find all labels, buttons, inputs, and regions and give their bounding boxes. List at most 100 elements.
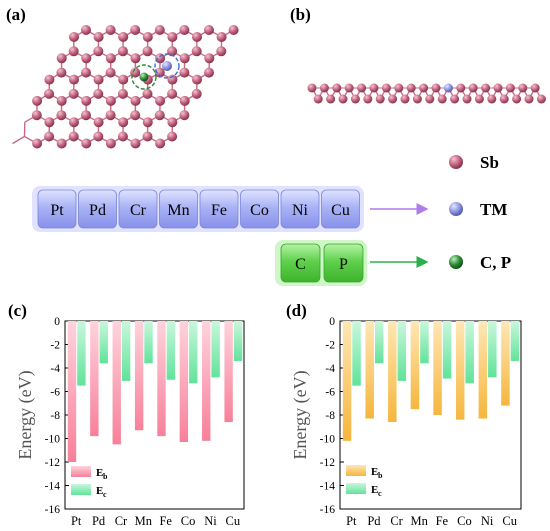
x-tick-label-fe: Fe [436,514,449,528]
bar-eb-fe [433,321,442,415]
tm-box-label-ni: Ni [292,202,309,219]
nonmetal-atom-legend-marker [449,255,463,269]
legend-sub-eb: b [103,472,108,481]
x-tick-label-pd: Pd [92,514,106,528]
sb-atom [154,110,165,121]
bar-eb-ni [202,321,211,441]
x-tick-label-ni: Ni [204,514,217,528]
sb-atom [192,74,202,85]
legend-swatch-eb [346,465,366,476]
bar-eb-cu [224,321,233,423]
tm-box-label-cr: Cr [130,202,147,219]
sb-atom [93,88,104,99]
tm-box-label-fe: Fe [211,202,227,219]
sb-atom [118,32,129,42]
sb-atom [167,117,178,128]
sb-atom [204,53,215,64]
sb-atom [474,94,484,104]
sb-atom [142,88,153,99]
sb-atom [191,46,202,57]
y-tick-label: -14 [320,481,336,493]
top-view-lattice [12,25,239,149]
tm-box-ni [280,189,320,229]
bar-ec-ni [488,321,497,378]
bar-eb-pd [365,321,374,419]
sb-atom [93,74,104,85]
sb-atom [388,94,398,104]
sb-atom [44,117,55,128]
sb-atom [130,138,141,149]
sb-atom [216,32,227,42]
sb-atom [93,32,104,42]
sb-atom [105,138,116,149]
sb-atom [155,53,166,64]
sb-atom [179,53,190,64]
x-tick-label-pt: Pt [346,514,357,528]
x-tick-label-mn: Mn [135,514,153,528]
sb-atom [68,131,79,142]
sb-atom [68,46,79,57]
sb-atom [69,117,79,128]
sb-atom [56,110,67,121]
tm-atom-legend-label: TM [480,200,507,219]
sb-atom [93,46,104,57]
sb-atom [167,46,178,57]
bar-eb-fe [157,321,166,437]
bar-eb-co [455,321,465,420]
sb-atom [118,74,129,85]
y-tick-label: 0 [54,316,60,328]
bar-ec-co [465,321,474,384]
bar-ec-fe [166,321,176,380]
sb-atom [142,117,153,128]
sb-atom [155,95,166,106]
sb-atom [68,88,79,99]
panel-label-d: (d) [286,301,307,320]
bar-ec-mn [420,321,429,364]
tm-site-highlight [154,53,180,79]
sb-atom [142,131,153,142]
y-tick-label: -16 [320,504,336,516]
sb-atom [419,83,429,93]
sb-atom [105,95,116,106]
sb-atom [130,25,141,35]
sb-atom [499,94,509,104]
nonmetal-box-label-c: C [295,256,306,273]
bar-eb-pt [342,321,352,441]
sb-atom [179,67,190,78]
sb-atom [81,110,91,121]
sb-atom [530,83,540,93]
sb-atom [31,110,42,121]
sb-atom [332,83,342,93]
sb-atom [93,117,104,128]
sb-atom [350,94,360,104]
tm-box-cu [321,189,360,229]
y-tick-label: -2 [325,340,335,352]
bar-eb-cr [388,321,397,423]
sb-atom [425,94,435,104]
legend-sub-ec: c [378,489,382,498]
legend-swatch-eb [71,466,91,477]
x-tick-label-cu: Cu [502,514,517,528]
sb-atom [44,74,55,85]
sb-atom [437,94,447,104]
legend-label-eb: E [371,466,378,478]
sb-atom [179,25,190,35]
tm-box-label-pt: Pt [50,202,64,219]
sb-atom [307,83,317,93]
sb-atom [167,131,178,142]
sb-atom [44,88,55,99]
x-tick-label-mn: Mn [411,514,429,528]
y-tick-label: -10 [45,434,61,446]
sb-atom [204,25,214,35]
bar-ec-co [189,321,198,384]
x-tick-label-fe: Fe [159,514,172,528]
sb-atom [81,25,91,35]
sb-atom [81,95,92,106]
x-tick-label-cu: Cu [226,514,241,528]
sb-atom [204,67,214,78]
y-tick-label: -8 [50,410,60,422]
sb-atom [179,95,190,106]
sb-atom [192,32,202,42]
